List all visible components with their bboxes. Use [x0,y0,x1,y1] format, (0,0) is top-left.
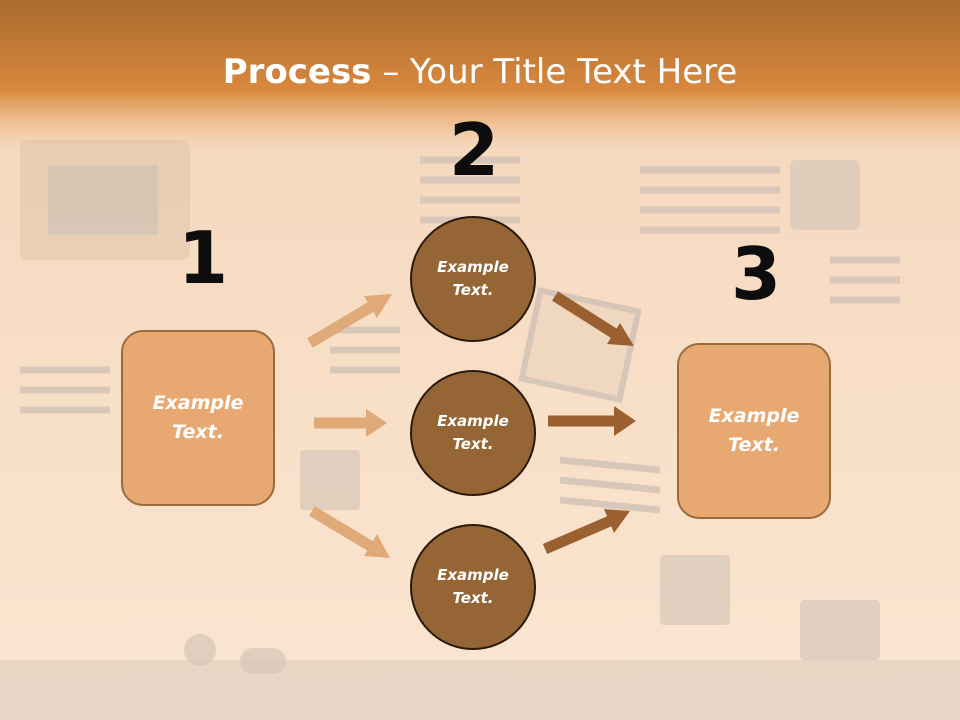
step-number-3: 3 [731,232,782,316]
step-number-1: 1 [178,216,229,300]
arrow-right-down [542,509,630,555]
circle-bottom: Example Text. [410,524,536,650]
title-bold: Process [222,52,372,92]
circle-bottom-text: Example Text. [437,566,509,607]
arrow-right-middle [548,406,636,436]
arrow-left-up [307,294,392,348]
circle-top: Example Text. [410,216,536,342]
arrow-left-middle [314,409,387,437]
arrow-left-down [309,506,390,558]
step-number-2: 2 [449,108,500,192]
step-3-box: Example Text. [677,343,831,519]
slide-title: Process – Your Title Text Here [0,52,960,92]
circle-top-text: Example Text. [437,258,509,299]
circle-middle: Example Text. [410,370,536,496]
step-1-text: Example Text. [152,392,244,443]
step-1-box: Example Text. [121,330,275,506]
title-rest: – Your Title Text Here [371,52,738,92]
circle-middle-text: Example Text. [437,412,509,453]
step-3-text: Example Text. [708,405,800,456]
arrow-right-up [552,291,634,346]
